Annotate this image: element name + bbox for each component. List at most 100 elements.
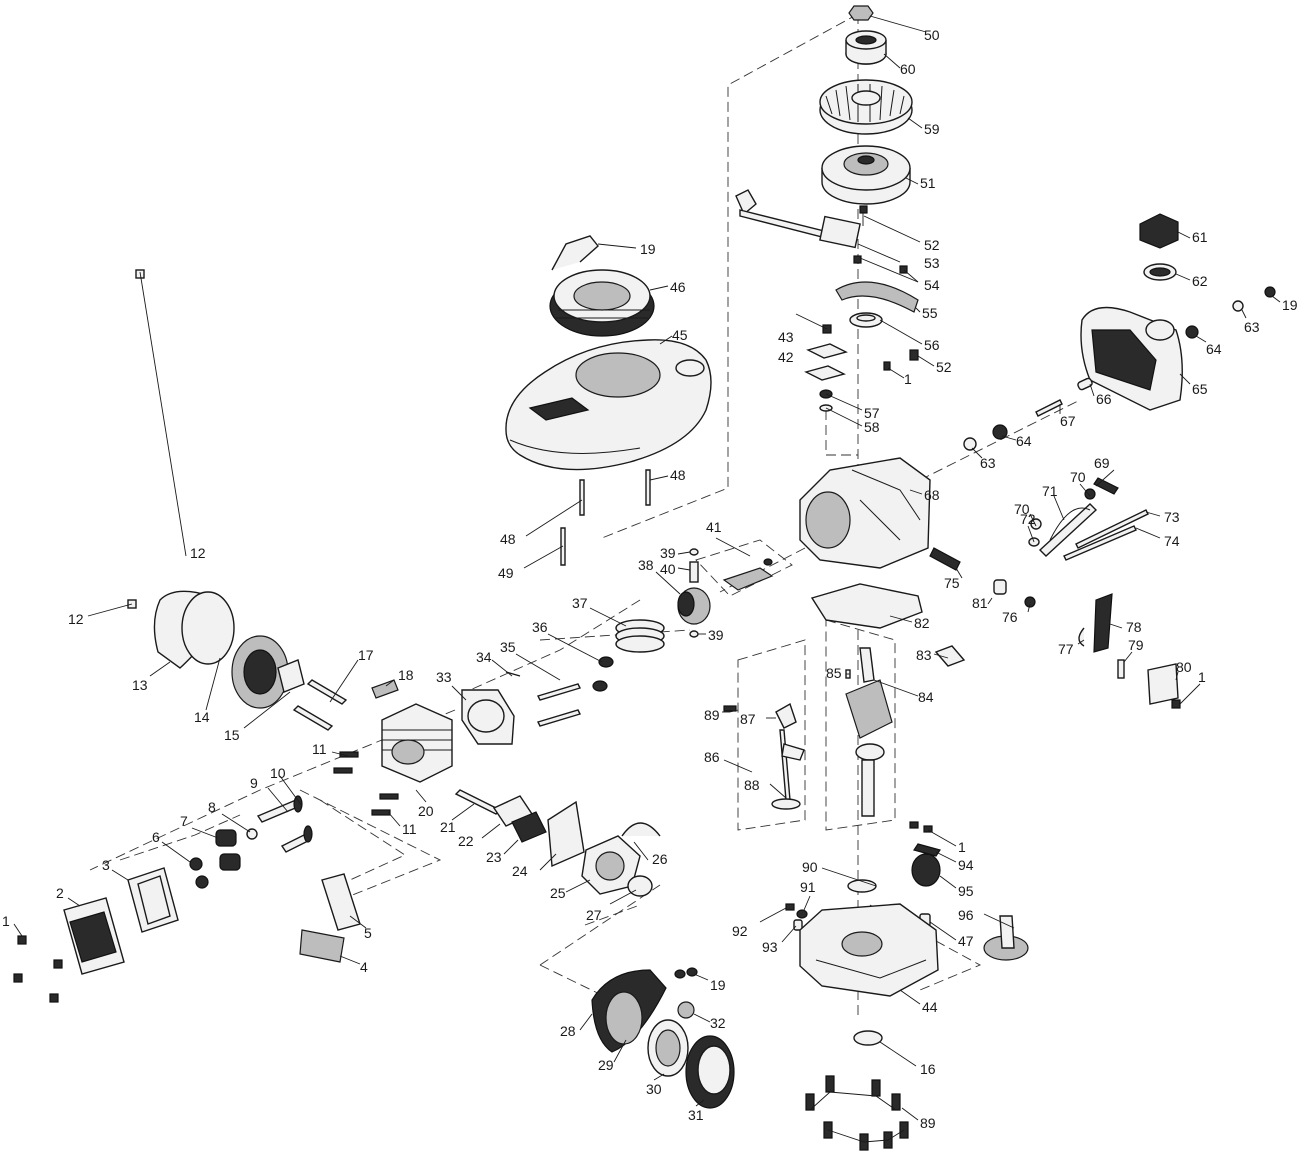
fuel-tank-part	[1080, 306, 1183, 411]
flywheel-part	[821, 145, 911, 205]
callout: 52	[924, 237, 940, 253]
governor-links-part	[1028, 477, 1149, 561]
governor-parts	[909, 821, 1029, 961]
callout: 90	[802, 859, 818, 875]
callout: 76	[1002, 609, 1018, 625]
callout: 51	[920, 175, 936, 191]
callout: 13	[132, 677, 148, 693]
piston-rings-part	[615, 619, 665, 653]
long-studs-part	[292, 679, 348, 731]
callout: 28	[560, 1023, 576, 1039]
callout: 45	[672, 327, 688, 343]
callout: 3	[102, 857, 110, 873]
air-cleaner-part	[591, 967, 735, 1109]
callout: 47	[958, 933, 974, 949]
flywheel-nut-part	[848, 5, 874, 21]
callout: 22	[458, 833, 474, 849]
callout: 59	[924, 121, 940, 137]
callout: 42	[778, 349, 794, 365]
callout: 70	[1014, 501, 1030, 517]
callout: 32	[710, 1015, 726, 1031]
main-bearing-part	[853, 1030, 883, 1046]
callout: 19	[640, 241, 656, 257]
cooling-fan-part	[819, 79, 913, 135]
carburetor-part	[581, 822, 661, 897]
callout: 41	[706, 519, 722, 535]
callout: 91	[800, 879, 816, 895]
callout: 93	[762, 939, 778, 955]
callout: 11	[402, 821, 417, 837]
ignition-coil-part	[735, 189, 901, 263]
callout: 1	[958, 839, 966, 855]
callout: 16	[920, 1061, 936, 1077]
callout: 64	[1206, 341, 1222, 357]
callout: 55	[922, 305, 938, 321]
callout: 48	[670, 467, 686, 483]
callout: 27	[586, 907, 602, 923]
callout: 67	[1060, 413, 1076, 429]
small-seal-parts	[819, 389, 833, 412]
callout: 63	[980, 455, 996, 471]
callout: 71	[1042, 483, 1058, 499]
callout: 54	[924, 277, 940, 293]
callout: 78	[1126, 619, 1142, 635]
seal-ring-part	[849, 312, 883, 328]
callout: 48	[500, 531, 516, 547]
callout: 14	[194, 709, 210, 725]
callout: 38	[638, 557, 654, 573]
callout: 85	[826, 665, 842, 681]
callout: 11	[312, 741, 327, 757]
callout: 18	[398, 667, 414, 683]
callout: 65	[1192, 381, 1208, 397]
callout: 25	[550, 885, 566, 901]
callout: 88	[744, 777, 760, 793]
callout: 66	[1096, 391, 1112, 407]
callout: 1	[1198, 669, 1206, 685]
callout: 58	[864, 419, 880, 435]
callout: 62	[1192, 273, 1208, 289]
valve-cover-bolts-part	[13, 935, 63, 1003]
callout: 86	[704, 749, 720, 765]
callout: 63	[1244, 319, 1260, 335]
fuel-fittings-part	[963, 286, 1276, 451]
callout: 35	[500, 639, 516, 655]
callout: 33	[436, 669, 452, 685]
callout: 72	[1020, 511, 1036, 527]
callout: 36	[532, 619, 548, 635]
head-gasket-part	[461, 689, 515, 745]
spark-plug-part	[371, 679, 399, 699]
callout: 57	[864, 405, 880, 421]
callout: 52	[936, 359, 952, 375]
bracket-parts	[804, 324, 919, 381]
connecting-rod-part	[722, 558, 774, 591]
callout: 49	[498, 565, 514, 581]
control-lever-part	[1078, 593, 1181, 709]
callout: 92	[732, 923, 748, 939]
callout: 6	[152, 829, 160, 845]
callout: 74	[1164, 533, 1180, 549]
sump-bolts-part	[805, 1075, 909, 1151]
callout: 19	[710, 977, 726, 993]
callout: 95	[958, 883, 974, 899]
recoil-starter-part	[549, 235, 655, 337]
callout: 34	[476, 649, 492, 665]
callout: 53	[924, 255, 940, 271]
callout: 1	[2, 913, 10, 929]
callout: 10	[270, 765, 286, 781]
callout: 26	[652, 851, 668, 867]
crankshaft-part	[845, 647, 893, 817]
valve-cover-gasket-part	[127, 867, 179, 933]
callout: 7	[180, 813, 188, 829]
starter-cup-part	[845, 30, 887, 65]
callout: 73	[1164, 509, 1180, 525]
callout: 19	[1282, 297, 1298, 313]
callout: 69	[1094, 455, 1110, 471]
callout: 39	[660, 545, 676, 561]
callout: 87	[740, 711, 756, 727]
callout: 8	[208, 799, 216, 815]
callout-labels: 1 2 3 4 5 6 7 8 9 10 11 11 12 12 13 14 1…	[2, 27, 1298, 1131]
fuel-cap-part	[1139, 213, 1179, 281]
callout: 15	[224, 727, 240, 743]
callout: 89	[704, 707, 720, 723]
